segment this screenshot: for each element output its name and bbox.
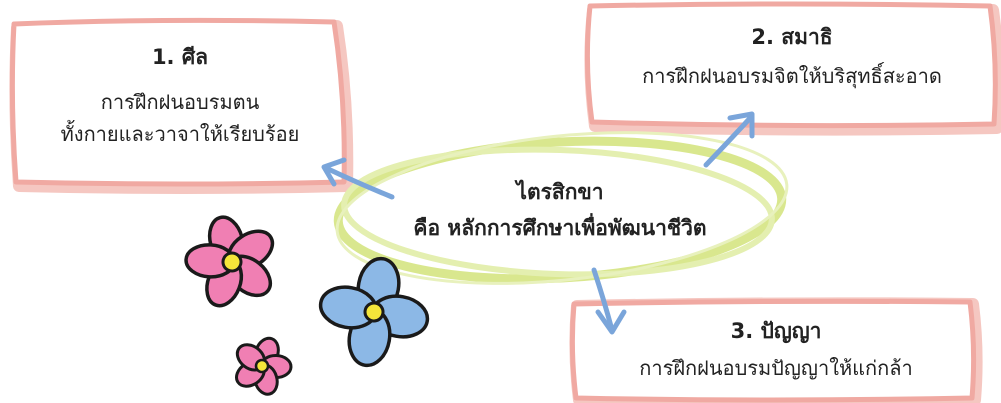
pink-flower-small-icon (235, 336, 293, 396)
box-samadhi-line-1: การฝึกฝนอบรมจิตให้บริสุทธิ์สะอาด (642, 64, 942, 88)
center-ellipse (333, 131, 789, 285)
box-panya-frame (569, 297, 983, 403)
box-panya-title: 3. ปัญญา (730, 319, 822, 343)
box-sila-frame (9, 17, 354, 194)
center-concept: ไตรสิกขา คือ หลักการศึกษาเพื่อพัฒนาชีวิต (360, 174, 760, 246)
box-panya-line-1: การฝึกฝนอบรมปัญญาให้แก่กล้า (639, 356, 913, 380)
arrow-to-panya (591, 267, 627, 335)
pink-flower-icon (184, 215, 275, 308)
arrow-to-sila (321, 157, 395, 200)
box-samadhi: 2. สมาธิ การฝึกฝนอบรมจิตให้บริสุทธิ์สะอา… (596, 22, 988, 92)
box-samadhi-title: 2. สมาธิ (751, 25, 833, 49)
center-subtitle: คือ หลักการศึกษาเพื่อพัฒนาชีวิต (413, 216, 707, 240)
box-sila-line-1: การฝึกฝนอบรมตน (100, 90, 260, 114)
arrow-to-samadhi (703, 111, 755, 168)
box-sila-line-2: ทั้งกายและวาจาให้เรียบร้อย (60, 122, 300, 146)
box-samadhi-frame (584, 1, 1001, 136)
box-panya: 3. ปัญญา การฝึกฝนอบรมปัญญาให้แก่กล้า (582, 316, 970, 384)
box-sila-title: 1. ศีล (151, 45, 209, 69)
box-sila: 1. ศีล การฝึกฝนอบรมตน ทั้งกายและวาจาให้เ… (20, 42, 340, 150)
blue-flower-icon (318, 256, 430, 368)
center-title: ไตรสิกขา (516, 180, 604, 204)
